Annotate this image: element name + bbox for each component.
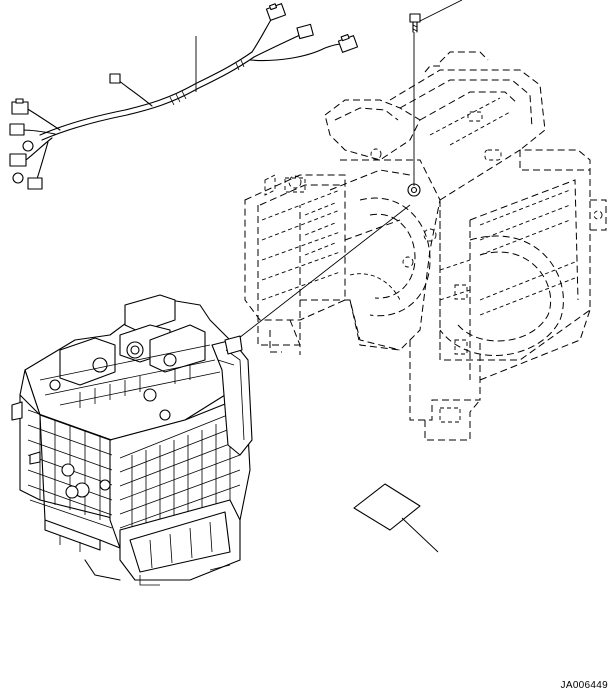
mount-leader [229,204,411,346]
screw-icon [409,13,421,33]
wiring-harness [9,3,359,190]
screw [407,0,463,197]
drawing-code: JA006449 [560,680,608,691]
blower-unit [11,294,253,586]
label-sheet [353,483,439,553]
air-conditioner-unit-case [244,51,607,441]
label-icon [353,483,421,531]
connector-icon [9,3,359,190]
